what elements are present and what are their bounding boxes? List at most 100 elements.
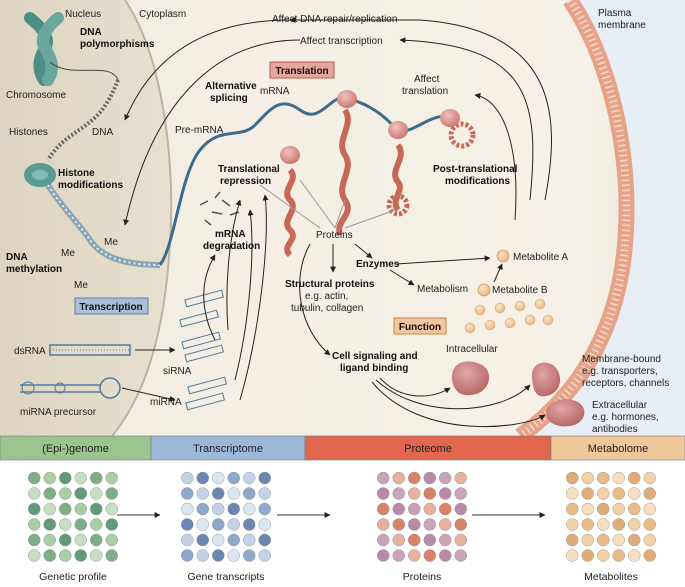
affect-transcription-label: Affect transcription bbox=[300, 36, 383, 47]
chromosome-icon bbox=[24, 12, 64, 86]
profile-caption: Gene transcripts bbox=[187, 571, 264, 582]
profile-dot bbox=[212, 487, 225, 500]
profile-dot bbox=[212, 533, 225, 547]
translation-box bbox=[269, 61, 335, 79]
profile-dot bbox=[454, 518, 467, 531]
methyl-label-2: Me bbox=[61, 248, 75, 259]
membrane-bound-label-1: Membrane-bound bbox=[582, 354, 661, 365]
profile-dot bbox=[212, 549, 225, 562]
profile-dot bbox=[28, 487, 41, 500]
profile-dot bbox=[59, 518, 72, 531]
profile-dot bbox=[243, 502, 256, 516]
profile-dot bbox=[439, 549, 452, 562]
profile-dot bbox=[408, 518, 421, 531]
profile-dot bbox=[90, 518, 103, 531]
profile-dot bbox=[408, 471, 421, 485]
profile-dot bbox=[597, 502, 610, 516]
profile-dot bbox=[59, 533, 72, 547]
profile-dot bbox=[612, 549, 625, 562]
metabolite-b-label: Metabolite B bbox=[492, 285, 548, 296]
profile-dot bbox=[612, 533, 625, 547]
enzymes-arrow bbox=[354, 243, 373, 259]
profile-dot bbox=[377, 533, 390, 547]
profile-grid bbox=[377, 471, 467, 562]
affect-translation-label-1: Affect bbox=[414, 74, 440, 85]
omics-band bbox=[150, 435, 306, 461]
omics-band bbox=[0, 435, 152, 461]
profile-dot bbox=[597, 487, 610, 500]
profile-dot bbox=[28, 518, 41, 531]
profile-dot bbox=[74, 502, 87, 516]
profile-dot bbox=[439, 471, 452, 485]
protein-helix-3 bbox=[386, 143, 410, 217]
profile-dot bbox=[597, 518, 610, 531]
extracellular-label-3: antibodies bbox=[592, 424, 638, 435]
profile-dot bbox=[643, 518, 656, 531]
mrna-fragments-icon bbox=[199, 191, 240, 226]
translation-label: Translation bbox=[275, 66, 328, 77]
profile-dot bbox=[196, 487, 209, 500]
profile-dot bbox=[74, 549, 87, 562]
dna-label: DNA bbox=[92, 127, 113, 138]
extracellular-label-1: Extracellular bbox=[592, 400, 648, 411]
profile-dot bbox=[105, 487, 118, 500]
profile-dot bbox=[28, 533, 41, 547]
profile-dot bbox=[43, 533, 56, 547]
profile-dot bbox=[43, 518, 56, 531]
profile-dot bbox=[43, 487, 56, 500]
mirna-icon bbox=[185, 376, 228, 411]
profile-dot bbox=[597, 549, 610, 562]
affect-transcription-arrow bbox=[399, 37, 534, 201]
profile-dot bbox=[581, 533, 594, 547]
transcription-label: Transcription bbox=[79, 302, 142, 313]
function-box bbox=[393, 317, 447, 335]
profile-dot bbox=[196, 502, 209, 516]
dna-methylation-label-2: methylation bbox=[6, 264, 62, 275]
membrane-lipids bbox=[517, 0, 631, 440]
profile-dot bbox=[212, 518, 225, 531]
dna-methylation-label-1: DNA bbox=[6, 252, 28, 263]
dna-polymorphisms-label-1: DNA bbox=[80, 27, 102, 38]
membrane-label: membrane bbox=[598, 20, 646, 31]
nucleus-region bbox=[0, 0, 172, 436]
profile-dot bbox=[392, 471, 405, 485]
dna-polymorphisms-label-2: polymorphisms bbox=[80, 39, 155, 50]
ptm-label-2: modifications bbox=[445, 176, 510, 187]
profile-dot bbox=[212, 471, 225, 485]
profile-dot bbox=[196, 518, 209, 531]
membrane-bound-label-3: receptors, channels bbox=[582, 378, 669, 389]
profile-dot bbox=[196, 533, 209, 547]
profile-dot bbox=[628, 502, 641, 516]
profile-dot bbox=[439, 518, 452, 531]
profile-dot bbox=[258, 487, 271, 500]
profile-dot bbox=[90, 533, 103, 547]
extracellular-label-2: e.g. hormones, bbox=[592, 412, 659, 423]
profile-dot bbox=[439, 487, 452, 500]
ptm-label-1: Post-translational bbox=[433, 164, 518, 175]
profile-dot bbox=[28, 549, 41, 562]
profile-dot bbox=[423, 487, 436, 500]
profile-dot bbox=[454, 487, 467, 500]
profile-dot bbox=[28, 502, 41, 516]
profile-dot bbox=[597, 533, 610, 547]
metabolite-a-label: Metabolite A bbox=[513, 252, 568, 263]
profile-grid bbox=[28, 471, 118, 562]
function-label: Function bbox=[399, 322, 441, 333]
profile-dot bbox=[612, 471, 625, 485]
histones-label: Histones bbox=[9, 127, 48, 138]
profile-dot bbox=[59, 471, 72, 485]
omics-band-label: Proteome bbox=[404, 443, 452, 455]
metabolite-cluster bbox=[464, 298, 554, 334]
profile-dot bbox=[566, 502, 579, 516]
profile-dot bbox=[566, 471, 579, 485]
profile-dot bbox=[612, 518, 625, 531]
structural-label-3: tubulin, collagen bbox=[291, 303, 363, 314]
ribosome-icon bbox=[440, 109, 460, 127]
signaling-arrow bbox=[299, 243, 331, 356]
profile-dot bbox=[59, 549, 72, 562]
membrane-protein-icon bbox=[531, 362, 561, 397]
profile-dot bbox=[243, 518, 256, 531]
profile-dot bbox=[628, 487, 641, 500]
dsrna-label: dsRNA bbox=[14, 346, 46, 357]
proteins-label: Proteins bbox=[316, 230, 353, 241]
